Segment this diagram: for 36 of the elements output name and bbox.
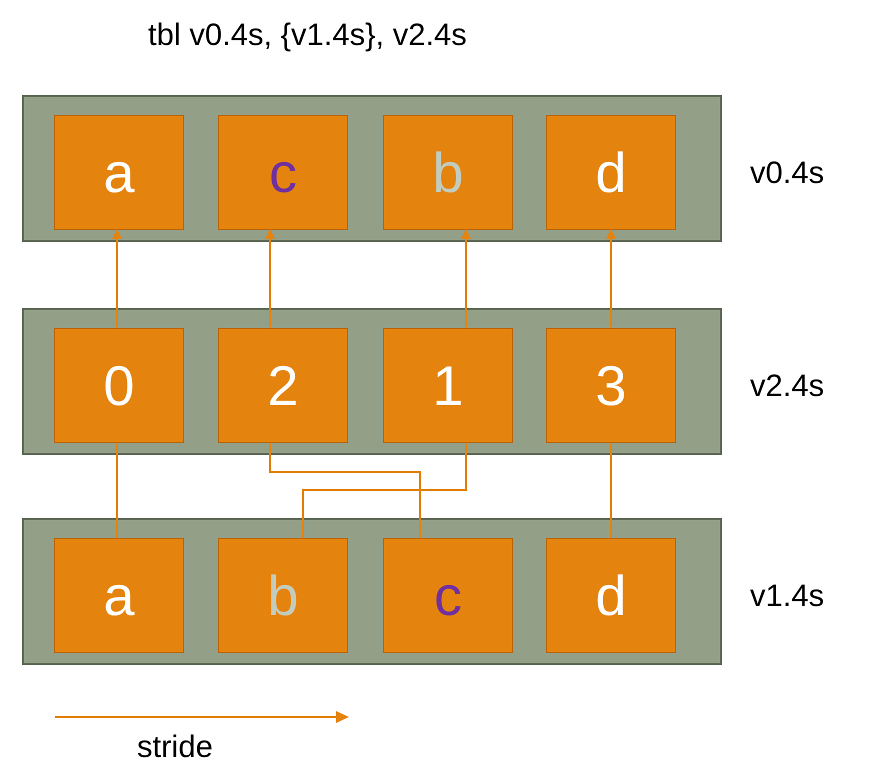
cell-box	[383, 538, 513, 653]
connector-arrow	[461, 229, 471, 328]
cell-text: d	[595, 568, 627, 624]
row-label: v2.4s	[750, 366, 824, 404]
cell-box	[54, 328, 184, 443]
cell-text: c	[434, 568, 462, 624]
cell-box	[383, 115, 513, 230]
cell-box	[546, 538, 676, 653]
direction-label: stride	[137, 728, 213, 766]
connector-arrow	[265, 229, 275, 328]
cell-text: a	[103, 144, 135, 200]
cell-box	[218, 115, 348, 230]
cell-text: b	[267, 568, 299, 624]
cell-text: a	[103, 568, 135, 624]
row-label: v0.4s	[750, 154, 824, 192]
row-panel	[22, 518, 722, 665]
connector-arrow	[112, 229, 122, 328]
row-label: v1.4s	[750, 576, 824, 614]
cell-box	[546, 328, 676, 443]
title: tbl v0.4s, {v1.4s}, v2.4s	[148, 16, 467, 54]
connector-arrow	[606, 229, 616, 328]
cell-text: d	[595, 144, 627, 200]
row-panel	[22, 308, 722, 455]
cell-text: b	[432, 144, 464, 200]
cell-box	[54, 115, 184, 230]
cell-text: 3	[595, 358, 627, 414]
cell-text: c	[269, 144, 297, 200]
cell-box	[218, 328, 348, 443]
cell-text: 2	[267, 358, 299, 414]
cell-text: 1	[432, 358, 464, 414]
cell-box	[546, 115, 676, 230]
row-panel	[22, 95, 722, 242]
cell-box	[218, 538, 348, 653]
cell-text: 0	[103, 358, 135, 414]
cell-box	[383, 328, 513, 443]
cell-box	[54, 538, 184, 653]
